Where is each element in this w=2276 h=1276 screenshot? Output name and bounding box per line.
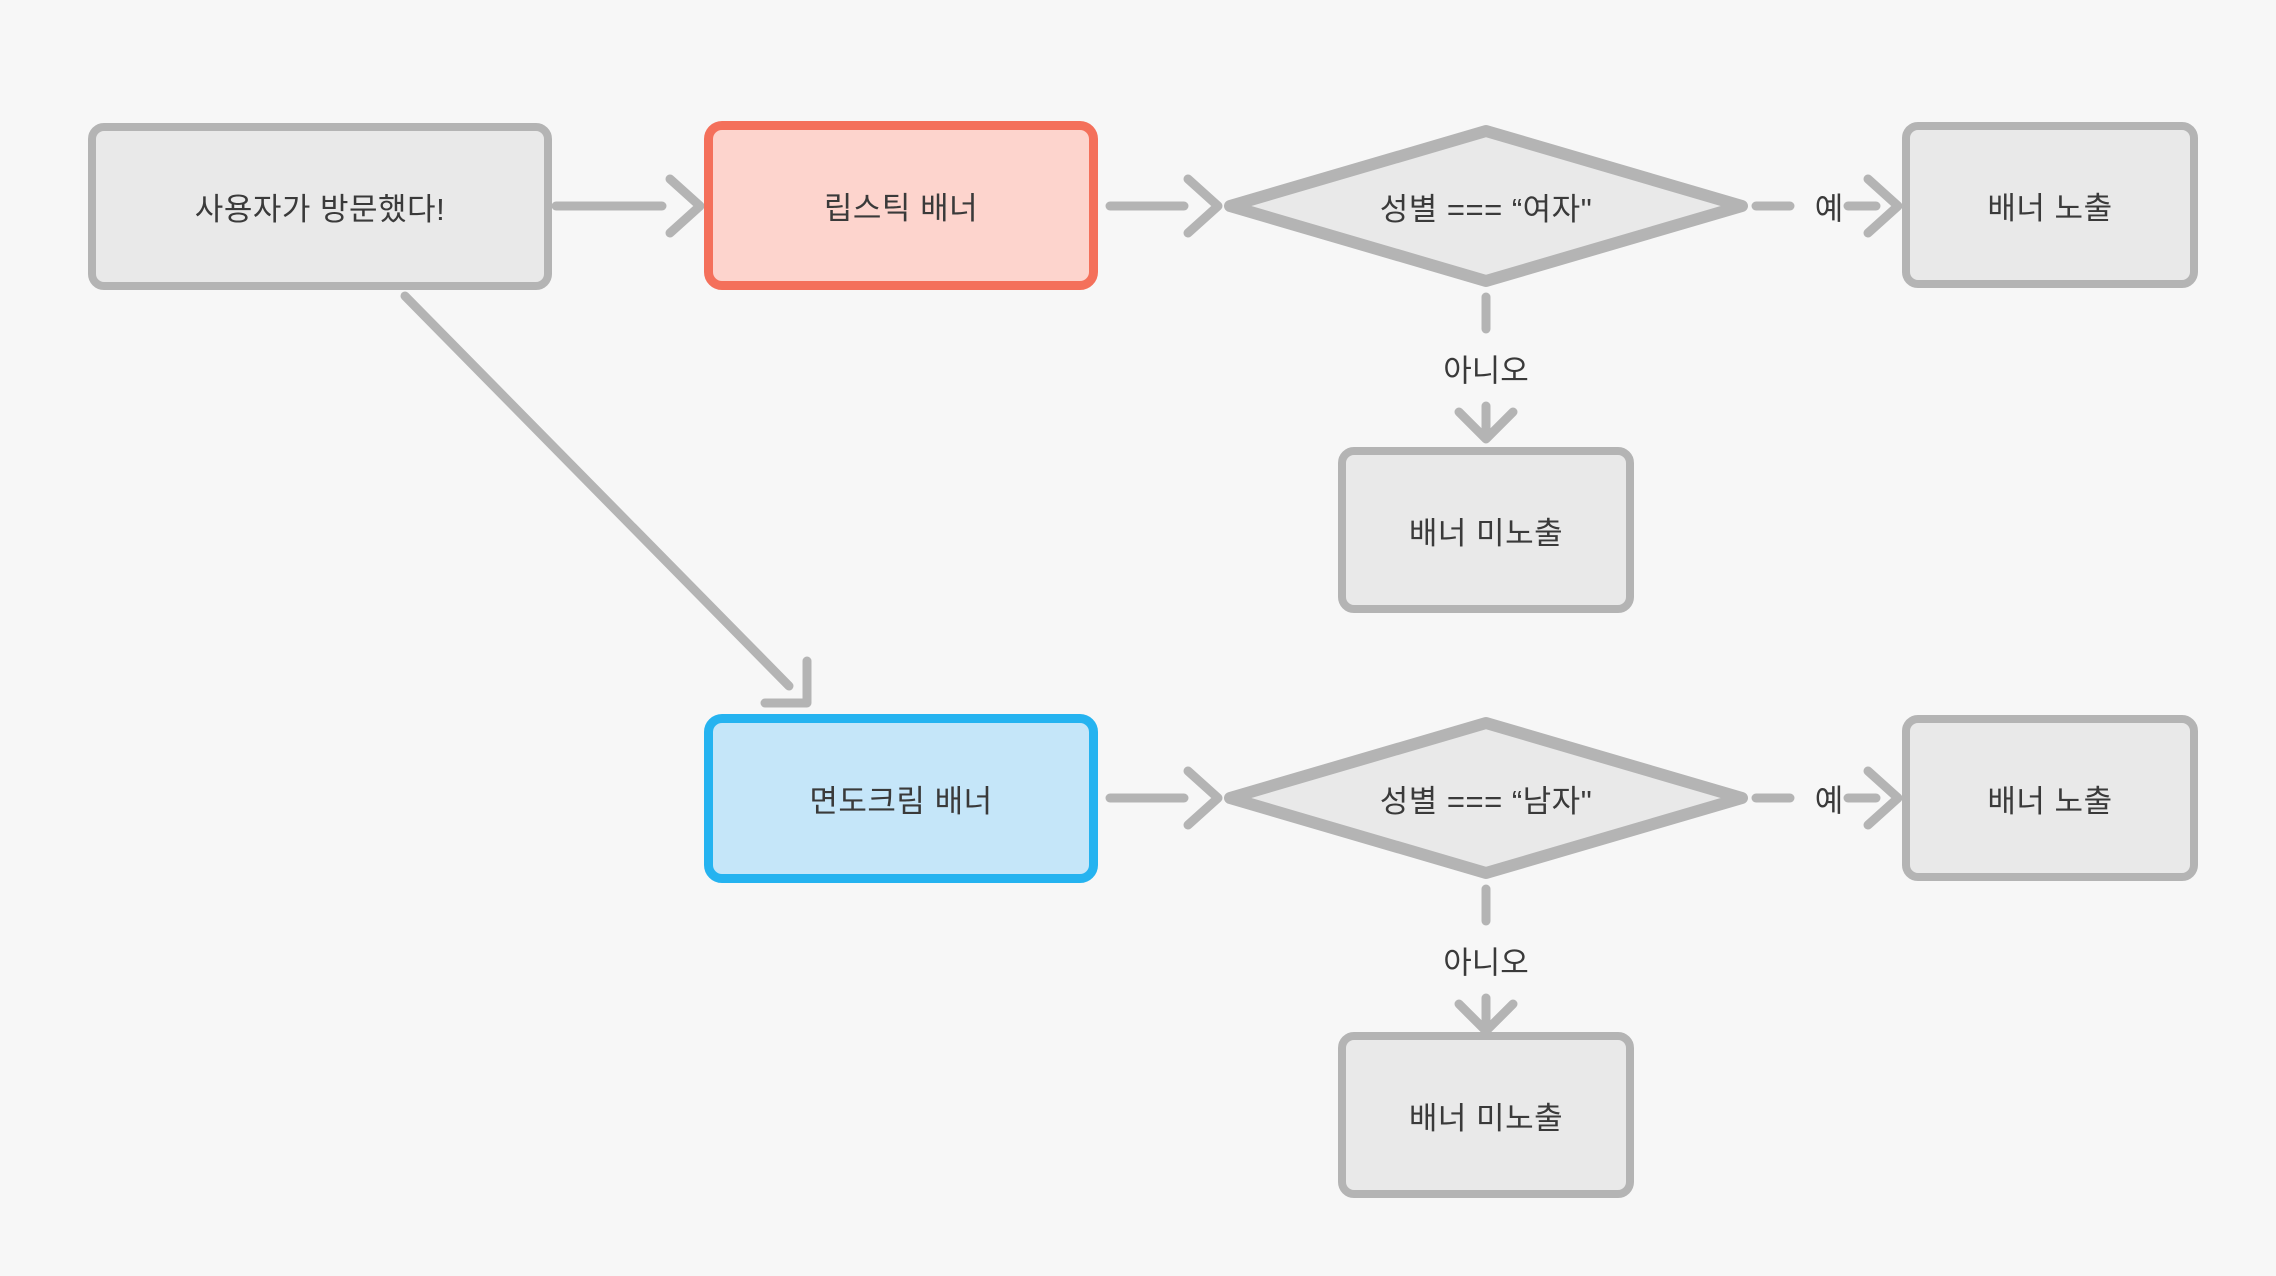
edge-lipstick-to-female-check	[1105, 174, 1223, 238]
edge-female-check-yes	[1751, 174, 1903, 238]
node-gender-male-decision-label: 성별 === “남자"	[1379, 783, 1593, 819]
edge-male-check-no	[1454, 884, 1518, 1036]
node-gender-male-decision[interactable]: 성별 === “남자"	[1222, 715, 1750, 881]
node-banner-shown-top[interactable]: 배너 노출	[1902, 122, 2198, 288]
node-lipstick-banner[interactable]: 립스틱 배너	[704, 121, 1098, 290]
diamond-shape	[1224, 125, 1748, 287]
node-user-visited-label: 사용자가 방문했다!	[194, 192, 446, 227]
arrowhead-down-right-icon	[760, 656, 812, 708]
arrowhead-right-icon	[665, 174, 705, 238]
edge-start-to-shaving	[400, 291, 812, 708]
edge-female-check-no	[1454, 292, 1518, 444]
node-banner-shown-top-label: 배너 노출	[1987, 190, 2113, 226]
arrowhead-down-icon	[1454, 407, 1518, 444]
node-banner-shown-bottom[interactable]: 배너 노출	[1902, 715, 2198, 881]
node-user-visited[interactable]: 사용자가 방문했다!	[88, 123, 552, 290]
edge-start-to-lipstick	[551, 174, 705, 238]
node-lipstick-banner-label: 립스틱 배너	[823, 191, 979, 226]
node-banner-hidden-top-label: 배너 미노출	[1408, 515, 1564, 551]
node-gender-female-decision[interactable]: 성별 === “여자"	[1222, 123, 1750, 289]
node-shaving-cream-banner[interactable]: 면도크림 배너	[704, 714, 1098, 883]
arrowhead-right-icon	[1183, 766, 1223, 830]
node-banner-shown-bottom-label: 배너 노출	[1987, 783, 2113, 819]
arrowhead-right-icon	[1863, 766, 1903, 830]
arrowhead-right-icon	[1863, 174, 1903, 238]
node-banner-hidden-bottom-label: 배너 미노출	[1408, 1100, 1564, 1136]
edge-label-yes-bottom: 예	[1814, 783, 1844, 819]
edge-label-no-top: 아니오	[1443, 353, 1529, 389]
edge-male-check-yes	[1751, 766, 1903, 830]
node-gender-female-decision-label: 성별 === “여자"	[1379, 191, 1593, 227]
node-shaving-cream-banner-label: 면도크림 배너	[809, 784, 993, 819]
edge-label-no-bottom: 아니오	[1443, 945, 1529, 981]
node-banner-hidden-bottom[interactable]: 배너 미노출	[1338, 1032, 1634, 1198]
edge-shaving-to-male-check	[1105, 766, 1223, 830]
node-banner-hidden-top[interactable]: 배너 미노출	[1338, 447, 1634, 613]
diamond-shape	[1224, 717, 1748, 879]
arrowhead-right-icon	[1183, 174, 1223, 238]
arrowhead-down-icon	[1454, 999, 1518, 1036]
edge-label-yes-top: 예	[1814, 191, 1844, 227]
